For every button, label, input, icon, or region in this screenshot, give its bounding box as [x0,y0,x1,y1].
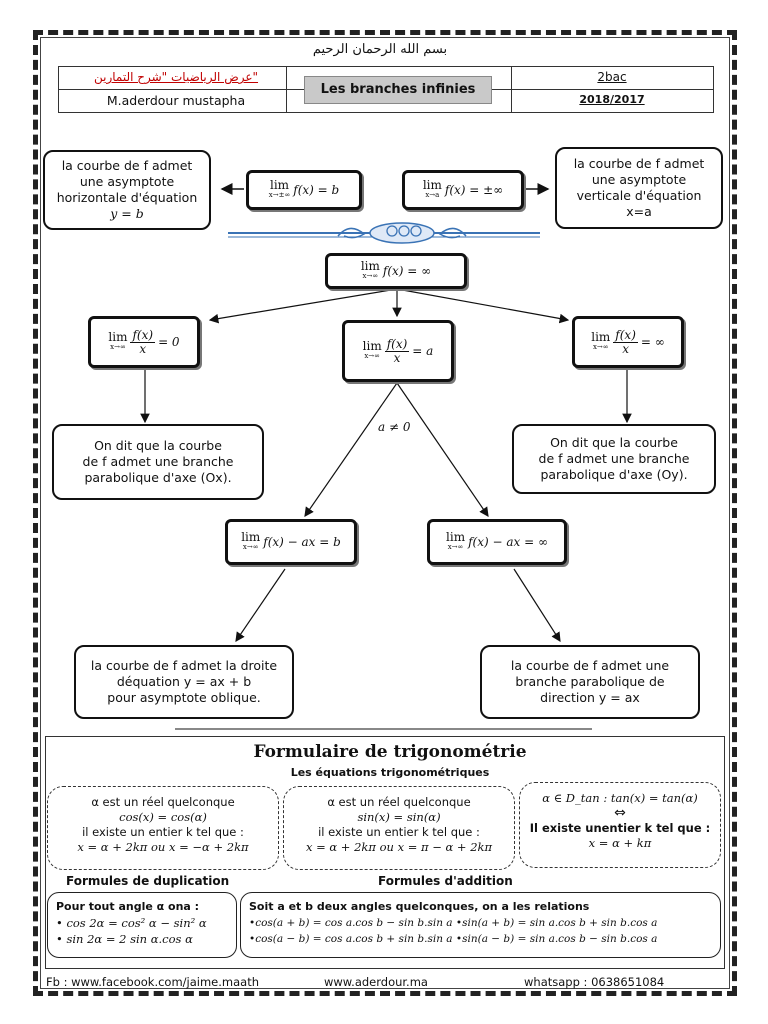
sin-equation-box: α est un réel quelconque sin(x) = sin(α)… [283,786,515,870]
parabolic-branch-ox-box: On dit que la courbe de f admet une bran… [52,424,264,500]
page-title: Les branches infinies [304,76,492,104]
trig-subtitle: Les équations trigonométriques [290,766,490,779]
school-year: 2018/2017 [579,93,645,106]
parabolic-direction-box: la courbe de f admet une branche parabol… [480,645,700,719]
parabolic-branch-oy-box: On dit que la courbe de f admet une bran… [512,424,716,494]
whatsapp-contact: whatsapp : 0638651084 [524,975,665,989]
duplication-heading: Formules de duplication [66,874,230,888]
page-inner-border [40,37,730,989]
addition-heading: Formules d'addition [378,874,513,888]
trig-section [45,736,725,969]
page-border [33,30,737,996]
website-link[interactable]: www.aderdour.ma [324,975,428,989]
horizontal-asymptote-box: la courbe de f admet une asymptote horiz… [43,150,211,230]
ornament-divider [228,222,540,244]
author-name: M.aderdour mustapha [106,93,246,108]
facebook-link[interactable]: Fb : www.facebook.com/jaime.maath [46,975,259,989]
oblique-asymptote-box: la courbe de f admet la droite déquation… [74,645,294,719]
level-label: 2bac [597,70,627,84]
duplication-box: Pour tout angle α ona : • cos 2α = cos² … [47,892,237,958]
condition-a-not-zero: a ≠ 0 [378,420,411,434]
tan-equation-box: α ∈ D_tan : tan(x) = tan(α) ⇔ Il existe … [519,782,721,868]
cos-equation-box: α est un réel quelconque cos(x) = cos(α)… [47,786,279,870]
addition-box: Soit a et b deux angles quelconques, on … [240,892,721,958]
trig-title: Formulaire de trigonométrie [253,742,527,762]
vertical-asymptote-box: la courbe de f admet une asymptote verti… [555,147,723,229]
arabic-label: عرض الرياضيات "شرح التمارين" [93,70,259,84]
bismillah: بسم الله الرحمان الرحيم [312,42,448,57]
